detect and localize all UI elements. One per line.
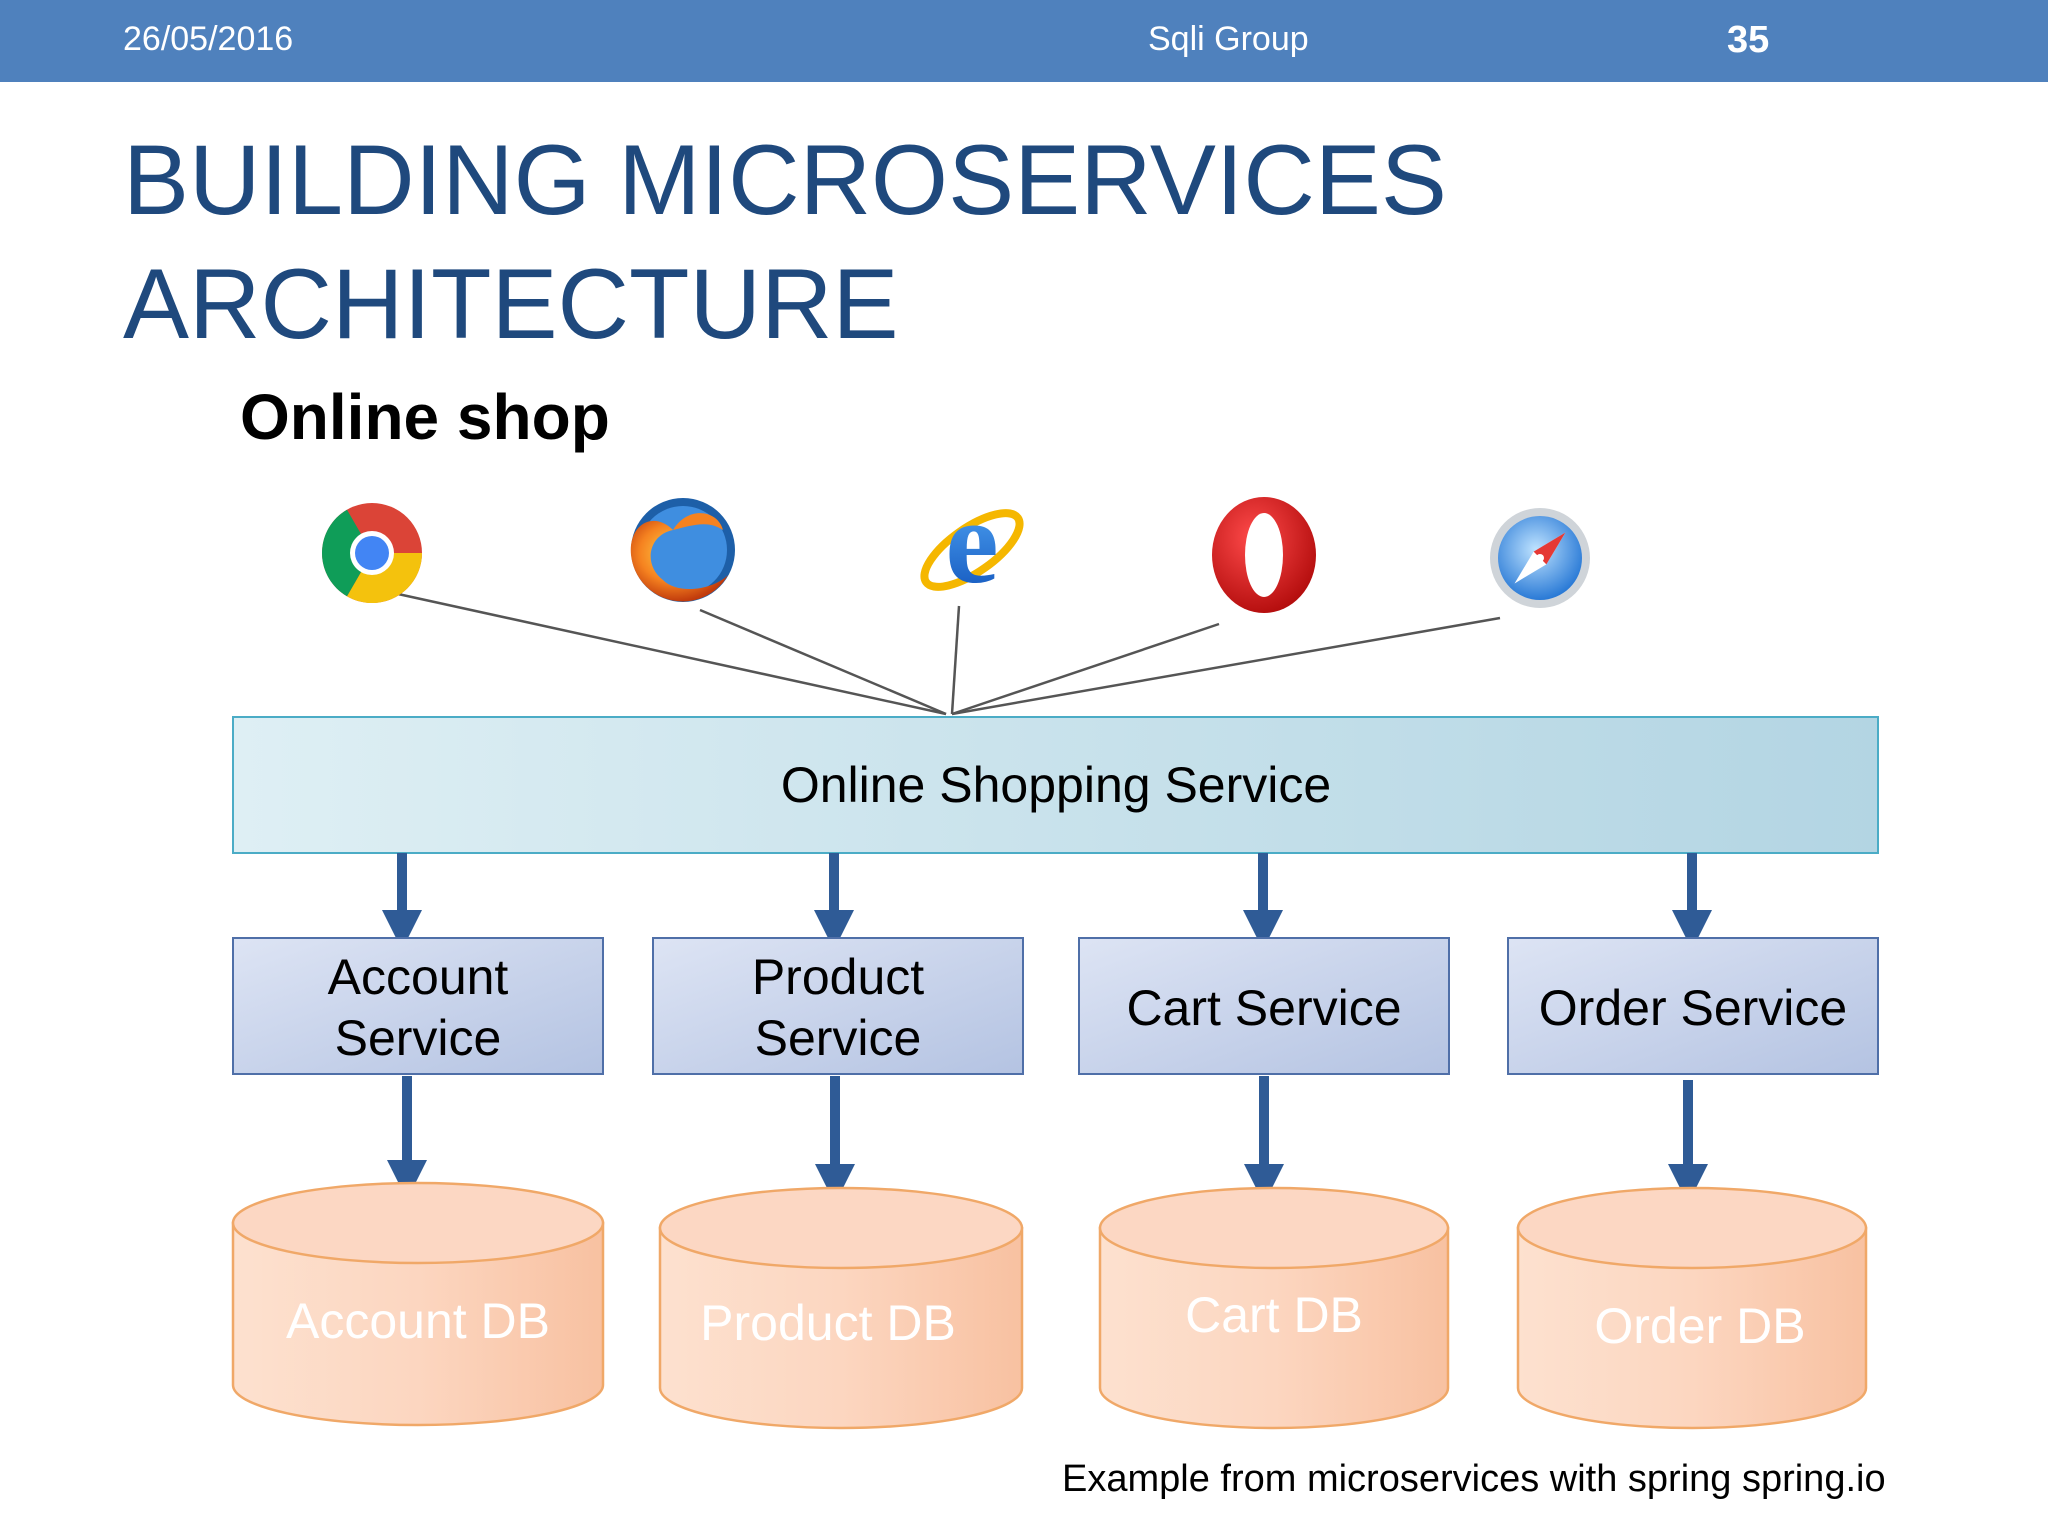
slide-subtitle: Online shop [240, 381, 610, 453]
connection-line [699, 608, 947, 716]
connection-line [951, 622, 1220, 716]
order-service-box: Order Service [1507, 937, 1879, 1075]
opera-icon [1212, 497, 1316, 613]
online-shopping-service-label: Online Shopping Service [781, 757, 1331, 813]
product-service-label-line1: Product [752, 949, 924, 1005]
order-db-cylinder: Order DB [1516, 1186, 1868, 1430]
cart-service-box: Cart Service [1078, 937, 1450, 1075]
cart-db-cylinder: Cart DB [1098, 1186, 1450, 1430]
product-service-box: Product Service [652, 937, 1024, 1075]
page-number: 35 [1727, 19, 1770, 61]
browser-connections [397, 592, 1501, 716]
order-db-label: Order DB [1594, 1298, 1805, 1354]
account-db-label: Account DB [286, 1293, 550, 1349]
order-service-label: Order Service [1539, 980, 1847, 1036]
header-bar: 26/05/2016 Sqli Group 35 [0, 0, 2048, 82]
account-service-label-line2: Service [335, 1010, 502, 1066]
slide-title-line2: ARCHITECTURE [123, 248, 899, 359]
internet-explorer-icon: e [920, 475, 1024, 608]
safari-icon [1490, 508, 1590, 608]
connection-line [950, 605, 961, 715]
slide-title: BUILDING MICROSERVICES ARCHITECTURE [123, 118, 1823, 366]
account-service-label-line1: Account [328, 949, 509, 1005]
firefox-icon [630, 498, 735, 602]
online-shopping-service-box: Online Shopping Service [232, 716, 1879, 854]
slide-title-line1: BUILDING MICROSERVICES [123, 124, 1447, 235]
header-group: Sqli Group [1148, 20, 1309, 58]
cart-db-label: Cart DB [1185, 1287, 1363, 1343]
product-db-cylinder: Product DB [658, 1186, 1024, 1430]
source-caption: Example from microservices with spring s… [1062, 1458, 1886, 1500]
connection-line [951, 616, 1501, 716]
connection-line [397, 592, 947, 716]
header-date: 26/05/2016 [123, 20, 294, 58]
gateway-to-service-arrows [382, 853, 1712, 950]
chrome-icon [322, 503, 422, 603]
svg-text:e: e [945, 475, 998, 608]
product-db-label: Product DB [700, 1295, 956, 1351]
product-service-label-line2: Service [755, 1010, 922, 1066]
account-db-cylinder: Account DB [231, 1181, 605, 1427]
cart-service-label: Cart Service [1126, 980, 1401, 1036]
account-service-box: Account Service [232, 937, 604, 1075]
service-to-db-arrows [387, 1076, 1708, 1204]
